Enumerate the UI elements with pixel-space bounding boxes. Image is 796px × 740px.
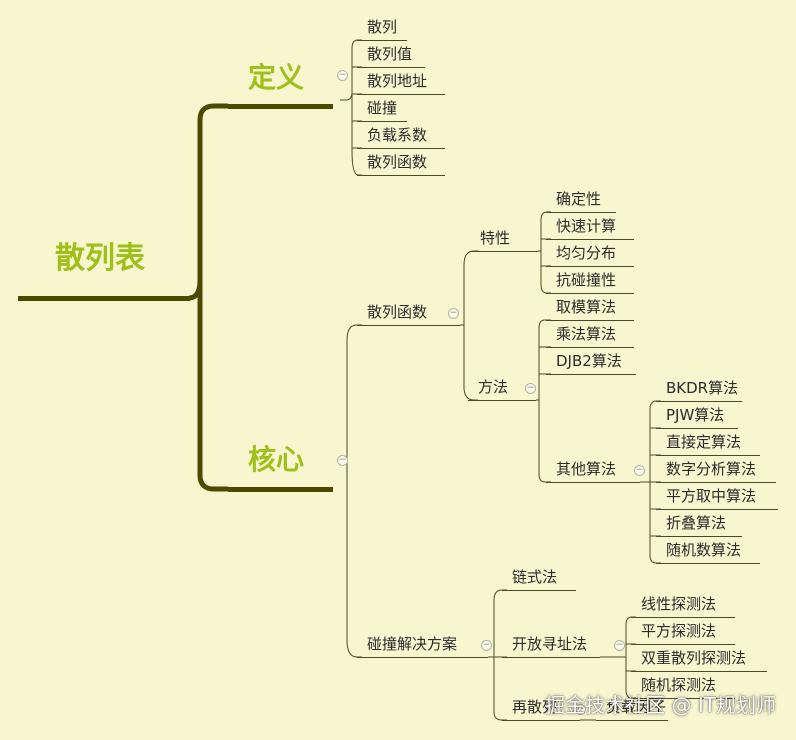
item-underline xyxy=(357,148,445,149)
item-underline xyxy=(357,121,407,122)
method-item[interactable]: DJB2算法 xyxy=(556,352,622,370)
core-connector xyxy=(346,489,362,658)
item-underline xyxy=(357,657,488,658)
collapse-icon[interactable]: − xyxy=(614,640,625,651)
item-underline xyxy=(357,94,445,95)
core-connector xyxy=(346,324,362,489)
definition-title[interactable]: 定义 xyxy=(248,61,305,94)
collapse-icon[interactable]: − xyxy=(525,383,536,394)
item-underline xyxy=(468,400,536,401)
other-algorithm-item[interactable]: PJW算法 xyxy=(666,406,725,424)
other-algorithm-item[interactable]: 平方取中算法 xyxy=(666,487,757,505)
definition-item[interactable]: 散列 xyxy=(367,18,398,36)
open-addressing-item[interactable]: 平方探测法 xyxy=(641,622,717,640)
definition-item[interactable]: 碰撞 xyxy=(367,99,398,117)
item-underline xyxy=(357,67,425,68)
item-underline xyxy=(546,482,640,483)
item-underline xyxy=(596,720,668,721)
item-underline xyxy=(546,374,636,375)
definition-item[interactable]: 负载系数 xyxy=(367,126,428,144)
item-underline xyxy=(656,536,742,537)
item-underline xyxy=(631,698,735,699)
trait-item[interactable]: 抗碰撞性 xyxy=(556,271,617,289)
item-underline xyxy=(502,590,576,591)
item-underline xyxy=(357,175,445,176)
item-underline xyxy=(470,251,538,252)
collision-connector xyxy=(488,589,507,721)
definition-connector xyxy=(351,92,362,176)
root-connector xyxy=(188,103,228,301)
methods-label[interactable]: 方法 xyxy=(478,378,509,396)
trait-item[interactable]: 确定性 xyxy=(556,190,602,208)
root-title[interactable]: 散列表 xyxy=(55,241,145,276)
open-addressing-connector xyxy=(600,616,636,699)
item-underline xyxy=(656,455,760,456)
item-underline xyxy=(631,671,767,672)
hash-function-label[interactable]: 散列函数 xyxy=(367,303,428,321)
other-algorithm-item[interactable]: 数字分析算法 xyxy=(666,460,757,478)
trait-item[interactable]: 快速计算 xyxy=(556,217,617,235)
open-addressing-item[interactable]: 双重散列探测法 xyxy=(641,649,747,667)
item-underline xyxy=(656,509,778,510)
definition-item[interactable]: 散列值 xyxy=(367,45,413,63)
item-underline xyxy=(502,720,580,721)
item-underline xyxy=(546,320,634,321)
core-underline xyxy=(228,487,333,492)
item-underline xyxy=(546,293,634,294)
definition-item[interactable]: 散列地址 xyxy=(367,72,428,90)
traits-label[interactable]: 特性 xyxy=(480,229,511,247)
open-addressing-item[interactable]: 线性探测法 xyxy=(641,595,717,613)
other-algorithm-item[interactable]: BKDR算法 xyxy=(666,379,739,397)
root-connector xyxy=(197,280,228,492)
definition-connector xyxy=(352,66,362,149)
item-underline xyxy=(357,40,407,41)
rehash-label[interactable]: 再散列 xyxy=(512,698,558,716)
definition-item[interactable]: 散列函数 xyxy=(367,153,428,171)
open-addressing-item[interactable]: 随机探测法 xyxy=(641,676,717,694)
hash-function-connector xyxy=(460,250,478,326)
collapse-icon[interactable]: − xyxy=(448,308,459,319)
collapse-icon[interactable]: − xyxy=(337,70,348,81)
other-algorithms-connector xyxy=(640,400,661,564)
rehash-child-item[interactable]: 负载因子 xyxy=(606,698,667,716)
item-underline xyxy=(656,428,738,429)
other-algorithms-label[interactable]: 其他算法 xyxy=(556,460,617,478)
item-underline xyxy=(656,563,760,564)
method-item[interactable]: 乘法算法 xyxy=(556,325,617,343)
item-underline xyxy=(656,482,776,483)
core-title[interactable]: 核心 xyxy=(248,443,305,476)
item-underline xyxy=(546,212,616,213)
collapse-icon[interactable]: − xyxy=(575,704,586,715)
item-underline xyxy=(357,325,460,326)
item-underline xyxy=(546,347,634,348)
watermark: 掘金技术社区 @ IT规划师 xyxy=(545,693,776,717)
definition-connector xyxy=(340,39,362,101)
open-addressing-label[interactable]: 开放寻址法 xyxy=(512,635,588,653)
collapse-icon[interactable]: − xyxy=(337,455,348,466)
trait-item[interactable]: 均匀分布 xyxy=(556,244,617,262)
item-underline xyxy=(656,401,742,402)
item-underline xyxy=(546,239,634,240)
other-algorithm-item[interactable]: 随机数算法 xyxy=(666,541,742,559)
collision-label[interactable]: 碰撞解决方案 xyxy=(367,635,458,653)
definition-underline xyxy=(228,104,333,109)
other-algorithm-item[interactable]: 折叠算法 xyxy=(666,514,727,532)
root-underline xyxy=(18,296,190,301)
item-underline xyxy=(631,617,735,618)
hash-function-connector xyxy=(463,325,478,401)
method-item[interactable]: 取模算法 xyxy=(556,298,617,316)
traits-connector xyxy=(538,211,551,294)
methods-connector xyxy=(536,319,551,483)
chaining-label[interactable]: 链式法 xyxy=(512,568,558,586)
item-underline xyxy=(631,644,735,645)
item-underline xyxy=(502,657,600,658)
collapse-icon[interactable]: − xyxy=(634,465,645,476)
item-underline xyxy=(546,266,634,267)
other-algorithm-item[interactable]: 直接定算法 xyxy=(666,433,742,451)
collapse-icon[interactable]: − xyxy=(481,640,492,651)
